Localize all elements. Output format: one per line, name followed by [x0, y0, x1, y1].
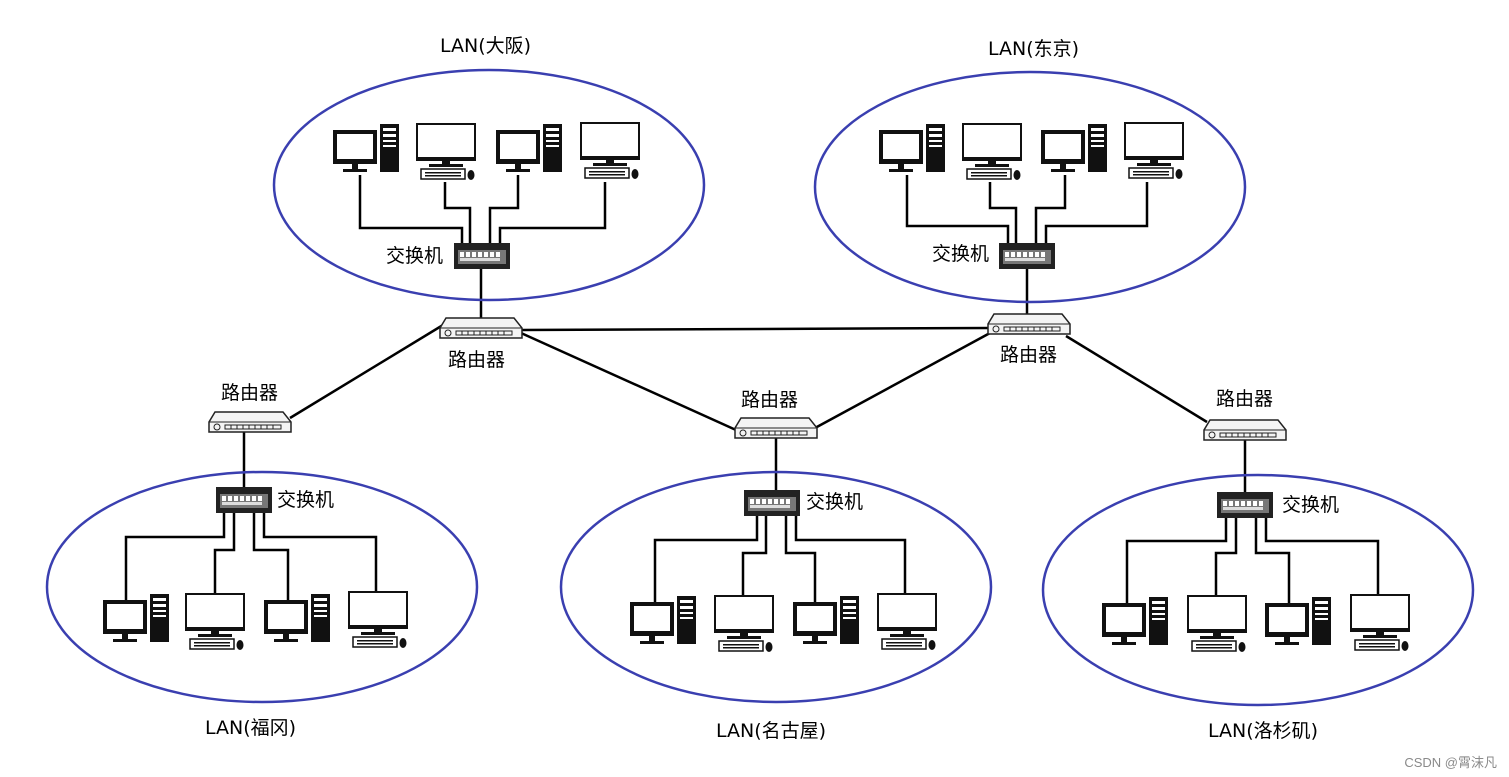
- router-label: 路由器: [221, 382, 278, 404]
- desktop-pc-icon: [496, 124, 562, 172]
- workstation-icon: [962, 123, 1022, 181]
- lan-fukuoka: 交换机 LAN(福冈): [45, 470, 479, 739]
- router-icon: [208, 411, 292, 433]
- desktop-pc-icon: [630, 596, 696, 644]
- desktop-pc-icon: [1102, 597, 1168, 645]
- router-icon: [734, 417, 818, 439]
- router-label: 路由器: [1216, 388, 1273, 410]
- link-tokyo-nagoya: [814, 331, 991, 430]
- router-icon: [1203, 419, 1287, 441]
- desktop-pc-icon: [264, 594, 330, 642]
- workstation-icon: [714, 595, 774, 653]
- switch-label: 交换机: [806, 491, 863, 513]
- router-nagoya: 路由器: [734, 389, 818, 439]
- workstation-icon: [1187, 595, 1247, 653]
- router-label: 路由器: [1000, 344, 1057, 366]
- switch-icon: [744, 490, 800, 516]
- desktop-pc-icon: [879, 124, 945, 172]
- link-osaka-nagoya: [520, 331, 737, 432]
- lan-name: LAN(洛杉矶): [1208, 720, 1318, 742]
- workstation-icon: [580, 122, 640, 180]
- workstation-icon: [416, 123, 476, 181]
- workstation-icon: [1124, 122, 1184, 180]
- lan-boundary: [45, 470, 479, 704]
- router-la: 路由器: [1203, 388, 1287, 441]
- router-fukuoka: 路由器: [208, 382, 292, 433]
- router-osaka: 路由器: [439, 317, 523, 371]
- workstation-icon: [1350, 594, 1410, 652]
- lan-osaka: 交换机 LAN(大阪): [272, 35, 706, 302]
- lan-nagoya: 交换机 LAN(名古屋): [559, 470, 993, 742]
- switch-label: 交换机: [1282, 494, 1339, 516]
- desktop-pc-icon: [1041, 124, 1107, 172]
- lan-boundary: [813, 70, 1247, 304]
- switch-icon: [999, 243, 1055, 269]
- lan-name: LAN(名古屋): [716, 720, 826, 742]
- router-icon: [439, 317, 523, 339]
- lan-la: 交换机 LAN(洛杉矶): [1041, 473, 1475, 742]
- switch-icon: [1217, 492, 1273, 518]
- lan-name: LAN(福冈): [205, 717, 296, 739]
- switch-label: 交换机: [386, 245, 443, 267]
- link-osaka-fukuoka: [289, 323, 444, 420]
- lan-tokyo: 交换机 LAN(东京): [813, 38, 1247, 304]
- desktop-pc-icon: [333, 124, 399, 172]
- link-tokyo-la: [1065, 334, 1208, 424]
- lan-boundary: [272, 68, 706, 302]
- backbone-links: [242, 268, 1247, 492]
- switch-label: 交换机: [932, 243, 989, 265]
- workstation-icon: [877, 593, 937, 651]
- router-tokyo: 路由器: [987, 313, 1071, 366]
- switch-label: 交换机: [277, 489, 334, 511]
- desktop-pc-icon: [103, 594, 169, 642]
- switch-icon: [454, 243, 510, 269]
- watermark: CSDN @霄沫凡: [1404, 755, 1497, 770]
- router-label: 路由器: [448, 349, 505, 371]
- lan-name: LAN(大阪): [440, 35, 531, 57]
- workstation-icon: [185, 593, 245, 651]
- workstation-icon: [348, 591, 408, 649]
- router-label: 路由器: [741, 389, 798, 411]
- desktop-pc-icon: [793, 596, 859, 644]
- lan-name: LAN(东京): [988, 38, 1079, 60]
- lan-boundary: [1041, 473, 1475, 707]
- lan-boundary: [559, 470, 993, 704]
- desktop-pc-icon: [1265, 597, 1331, 645]
- switch-icon: [216, 487, 272, 513]
- router-icon: [987, 313, 1071, 335]
- link-osaka-tokyo: [520, 326, 991, 332]
